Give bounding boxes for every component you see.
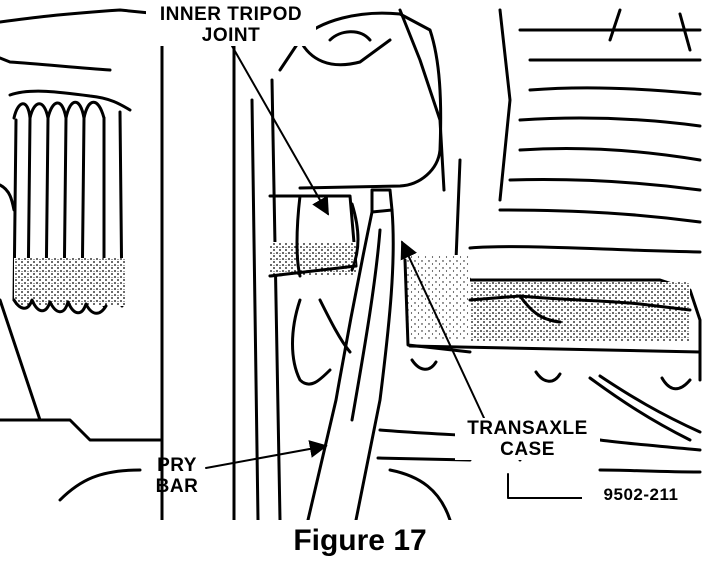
pry-label-line1: PRY xyxy=(157,455,197,476)
transaxle-label-line1: TRANSAXLE xyxy=(467,418,588,439)
pry-bar-label: PRY BAR xyxy=(148,455,206,497)
transaxle-case xyxy=(398,8,702,442)
transaxle-case-label: TRANSAXLE CASE xyxy=(455,418,600,460)
left-strut xyxy=(160,6,282,520)
inner-tripod-label-line2: JOINT xyxy=(201,25,261,46)
transaxle-label-line2: CASE xyxy=(500,439,555,460)
pry-bar-leader xyxy=(205,440,328,469)
axle-boot xyxy=(0,8,162,502)
inner-tripod-leader xyxy=(231,45,329,216)
drawing-canvas xyxy=(0,6,702,520)
inner-tripod-label-line1: INNER TRIPOD xyxy=(159,4,303,25)
transaxle-leader xyxy=(400,240,485,419)
pry-label-line2: BAR xyxy=(155,476,199,497)
pry-bar xyxy=(306,208,395,520)
code-bracket xyxy=(507,473,583,499)
figure-caption: Figure 17 xyxy=(293,524,427,557)
transmission-fins xyxy=(498,8,702,224)
inner-tripod-joint-label: INNER TRIPOD JOINT xyxy=(146,4,316,46)
figure-code: 9502-211 xyxy=(582,484,700,505)
